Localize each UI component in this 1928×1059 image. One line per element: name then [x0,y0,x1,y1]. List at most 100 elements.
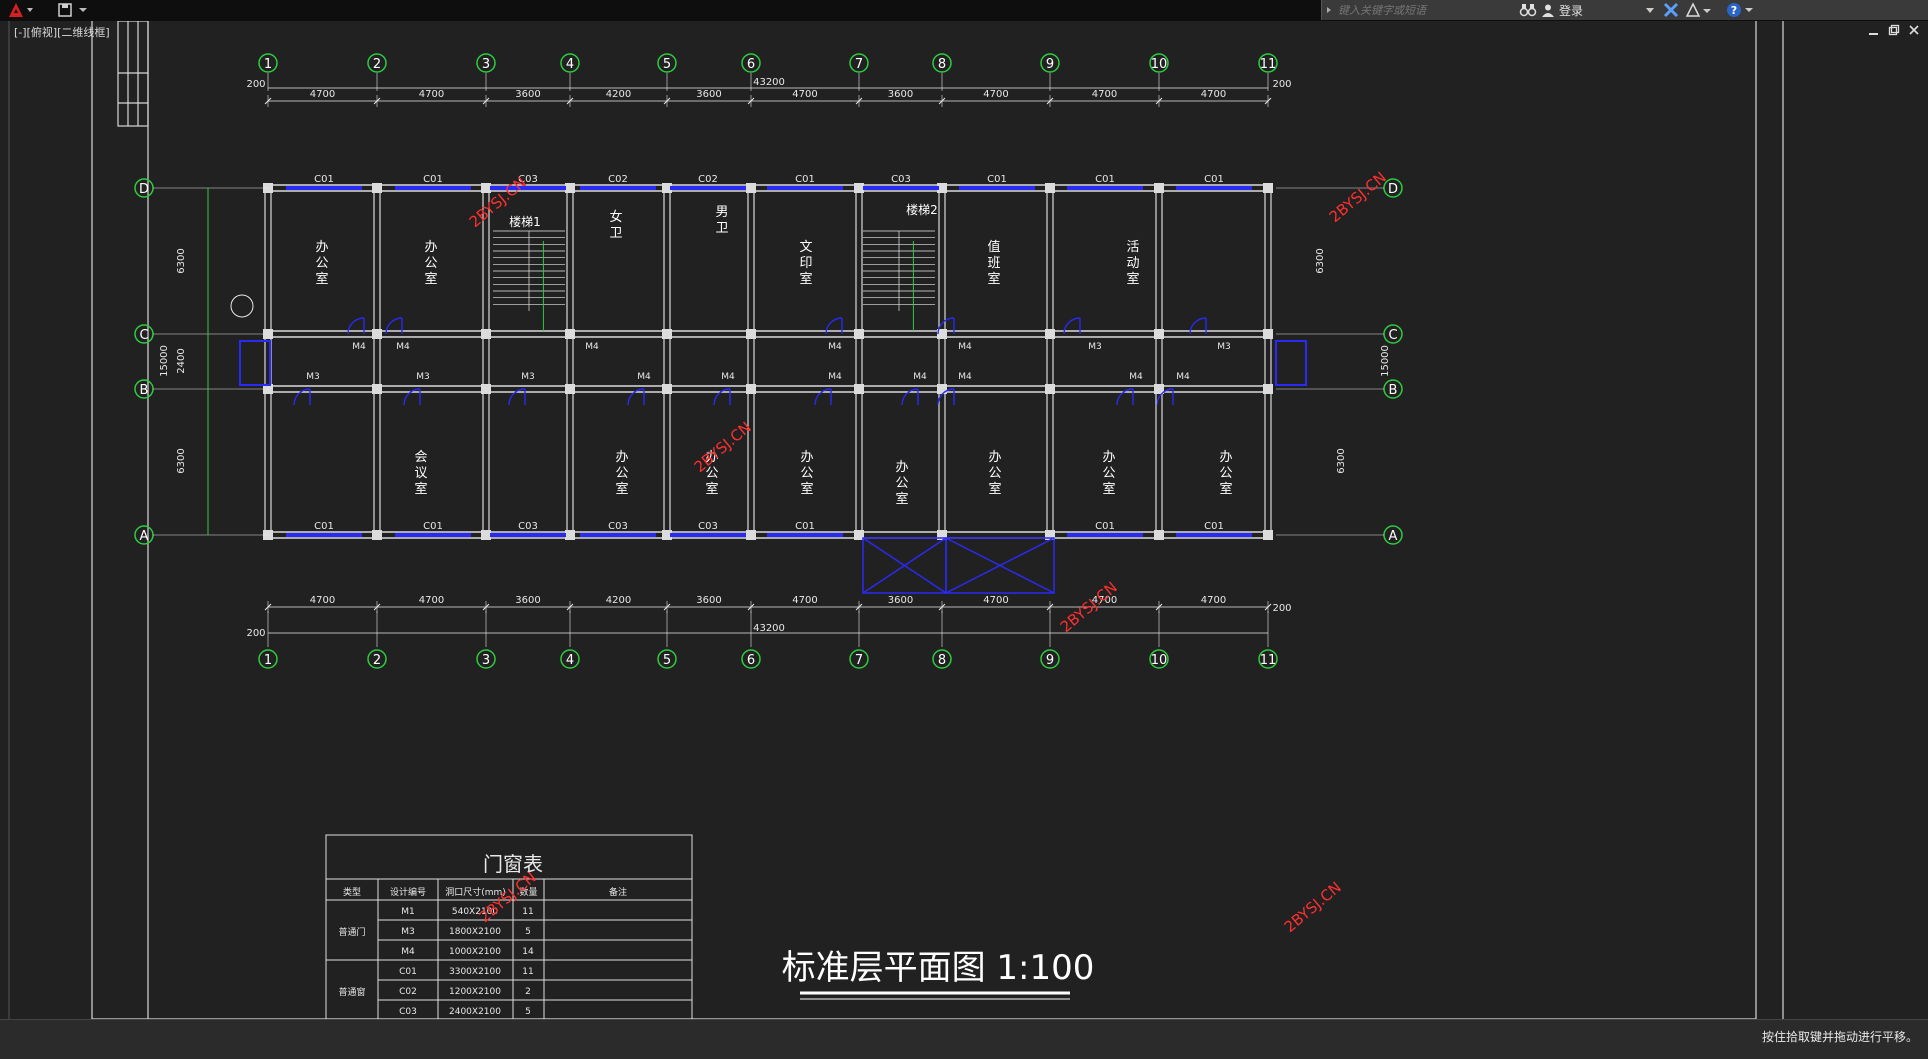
help-button[interactable]: ? [1725,0,1755,20]
room-label-char: 室 [895,491,908,507]
close-button[interactable] [1908,24,1920,36]
end-window-left [239,340,271,386]
column [1045,183,1055,193]
sheet-frame [91,21,1784,1019]
axis-label-10: 10 [1151,653,1168,668]
door-label-b: M3 [416,372,430,382]
top-window-label: C02 [608,174,628,185]
room-label-char: 活 [1126,240,1139,255]
column [746,183,756,193]
restore-button[interactable] [1888,24,1900,36]
table-title: 门窗表 [483,852,543,876]
column [1263,329,1273,339]
door-swing [1156,388,1174,406]
dim-top-bays-label: 3600 [888,89,913,100]
room-label-char: 卫 [609,226,622,241]
axis-label-8: 8 [938,653,946,668]
axis-bubble-4 [560,649,580,669]
axis-bubble-8 [932,53,952,73]
room-label-char: 公 [1102,466,1115,481]
minimize-button[interactable] [1868,24,1880,36]
room-label-char: 公 [1219,466,1232,481]
room-label: 男卫 [715,205,728,236]
door-swing [937,317,955,335]
door-label-c: M4 [828,342,842,352]
door-label-b: M4 [1176,372,1190,382]
room-label-char: 室 [424,271,437,287]
stair-2 [863,230,935,331]
watermark-text: 2BYSJ.CN [1281,878,1345,936]
dim-bottom-bays-label: 4700 [792,595,817,606]
login-dropdown-arrow[interactable] [1645,0,1655,20]
dim-total-top: 43200 [753,77,785,88]
axis-label-2: 2 [373,57,381,72]
column [372,183,382,193]
exchange-apps-button[interactable] [1663,0,1679,20]
dim-top-bays-label: 4700 [983,89,1008,100]
viewport-controls-label[interactable]: [-][俯视][二维线框] [14,26,110,39]
axis-bubble-5 [657,53,677,73]
room-label-char: 公 [705,466,718,481]
table-cell: M1 [401,907,415,917]
brace-diagonal [862,537,947,594]
axis-label-10: 10 [1151,57,1168,72]
column [1154,329,1164,339]
quick-access-save-button[interactable] [54,0,92,20]
room-label-char: 室 [1102,481,1115,497]
axis-bubble-6 [741,53,761,73]
column [481,329,491,339]
axis-label-9: 9 [1046,653,1054,668]
caret-right-icon [1327,7,1331,13]
column [372,384,382,394]
drawing-window-controls [1868,24,1920,36]
column [372,530,382,540]
application-menu-button[interactable] [4,0,34,20]
axis-bubble-10 [1149,53,1169,73]
dim-edge-bottom-left: 200 [246,628,265,639]
dim-top-bays-label: 4700 [792,89,817,100]
binoculars-search-button[interactable] [1519,0,1537,20]
dim-edge-bottom-right: 200 [1272,603,1291,614]
axis-bubble-10 [1149,649,1169,669]
table-cell: M4 [401,947,415,957]
room-label: 活动室 [1126,240,1139,287]
bottom-window-label: C03 [518,521,538,532]
column [937,183,947,193]
door-label-c: M3 [1217,342,1231,352]
stair-1 [493,230,565,331]
column [1263,530,1273,540]
sign-in-button[interactable]: 登录 [1541,0,1583,20]
user-icon [1542,4,1554,17]
room-label: 办公室 [315,240,328,287]
dim-edge-top-right: 200 [1272,79,1291,90]
top-window-label: C01 [987,174,1007,185]
door-swing [825,317,843,335]
bottom-window-label: C03 [698,521,718,532]
room-label-char: 室 [800,481,813,497]
column [565,530,575,540]
side-dim: 15000 [159,345,170,377]
autodesk-a360-button[interactable] [1685,0,1713,20]
door-label-b: M4 [828,372,842,382]
axis-bubble-7 [849,649,869,669]
dim-top-bays-label: 4700 [1201,89,1226,100]
room-label-char: 公 [424,256,437,271]
door-label-c: M4 [585,342,599,352]
autocad-logo-icon [9,3,33,17]
column [1154,183,1164,193]
axis-label-A: A [1389,529,1398,544]
search-input[interactable] [1336,2,1510,19]
room-label: 会议室 [414,450,427,497]
search-box[interactable] [1321,0,1514,20]
column [662,183,672,193]
axis-bubble-1 [258,649,278,669]
save-icon [58,3,87,17]
room-label-char: 公 [988,466,1001,481]
column [854,530,864,540]
axis-label-B: B [1389,383,1398,398]
axis-bubble-3 [476,53,496,73]
